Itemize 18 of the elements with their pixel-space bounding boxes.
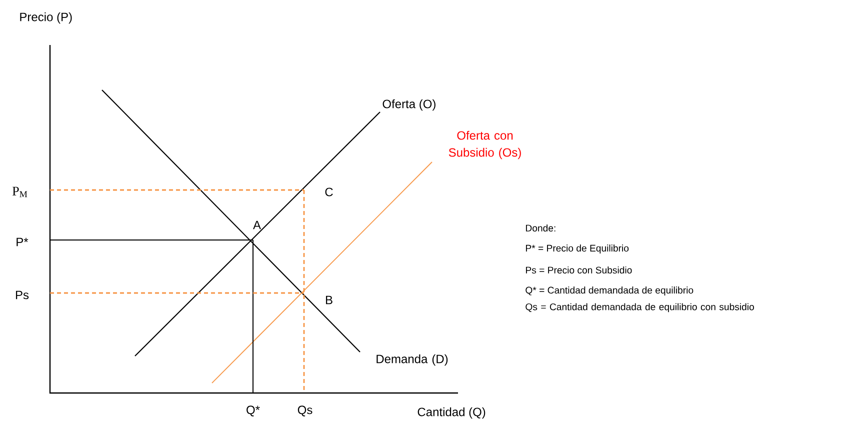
point-label: C <box>325 188 333 196</box>
curve-label: Demanda (D) <box>376 354 448 366</box>
axis-tick-label: Q* <box>246 406 260 416</box>
axis-tick-label: P$_{M}$ <box>12 186 28 198</box>
axis-title: Cantidad (Q) <box>418 407 486 419</box>
point-label: A <box>253 220 261 230</box>
note-text: Donde: <box>526 224 556 232</box>
axis-tick-label: P* <box>16 238 28 246</box>
curve-label: Oferta (O) <box>382 99 436 111</box>
point-label: B <box>326 296 332 304</box>
curve-label: Oferta con Subsidio (Os) <box>448 130 521 160</box>
note-text: Qs = Cantidad demandada de equilibrio con subsidio <box>526 303 754 312</box>
axis-tick-label: Ps <box>16 290 29 300</box>
note-text: Q* = Cantidad demandada de equilibrio <box>526 286 694 296</box>
axis-tick-label: Qs <box>298 406 312 416</box>
note-text: P* = Precio de Equilibrio <box>526 244 629 254</box>
axis-title: Precio (P) <box>20 12 72 24</box>
note-text: Ps = Precio con Subsidio <box>526 266 632 274</box>
